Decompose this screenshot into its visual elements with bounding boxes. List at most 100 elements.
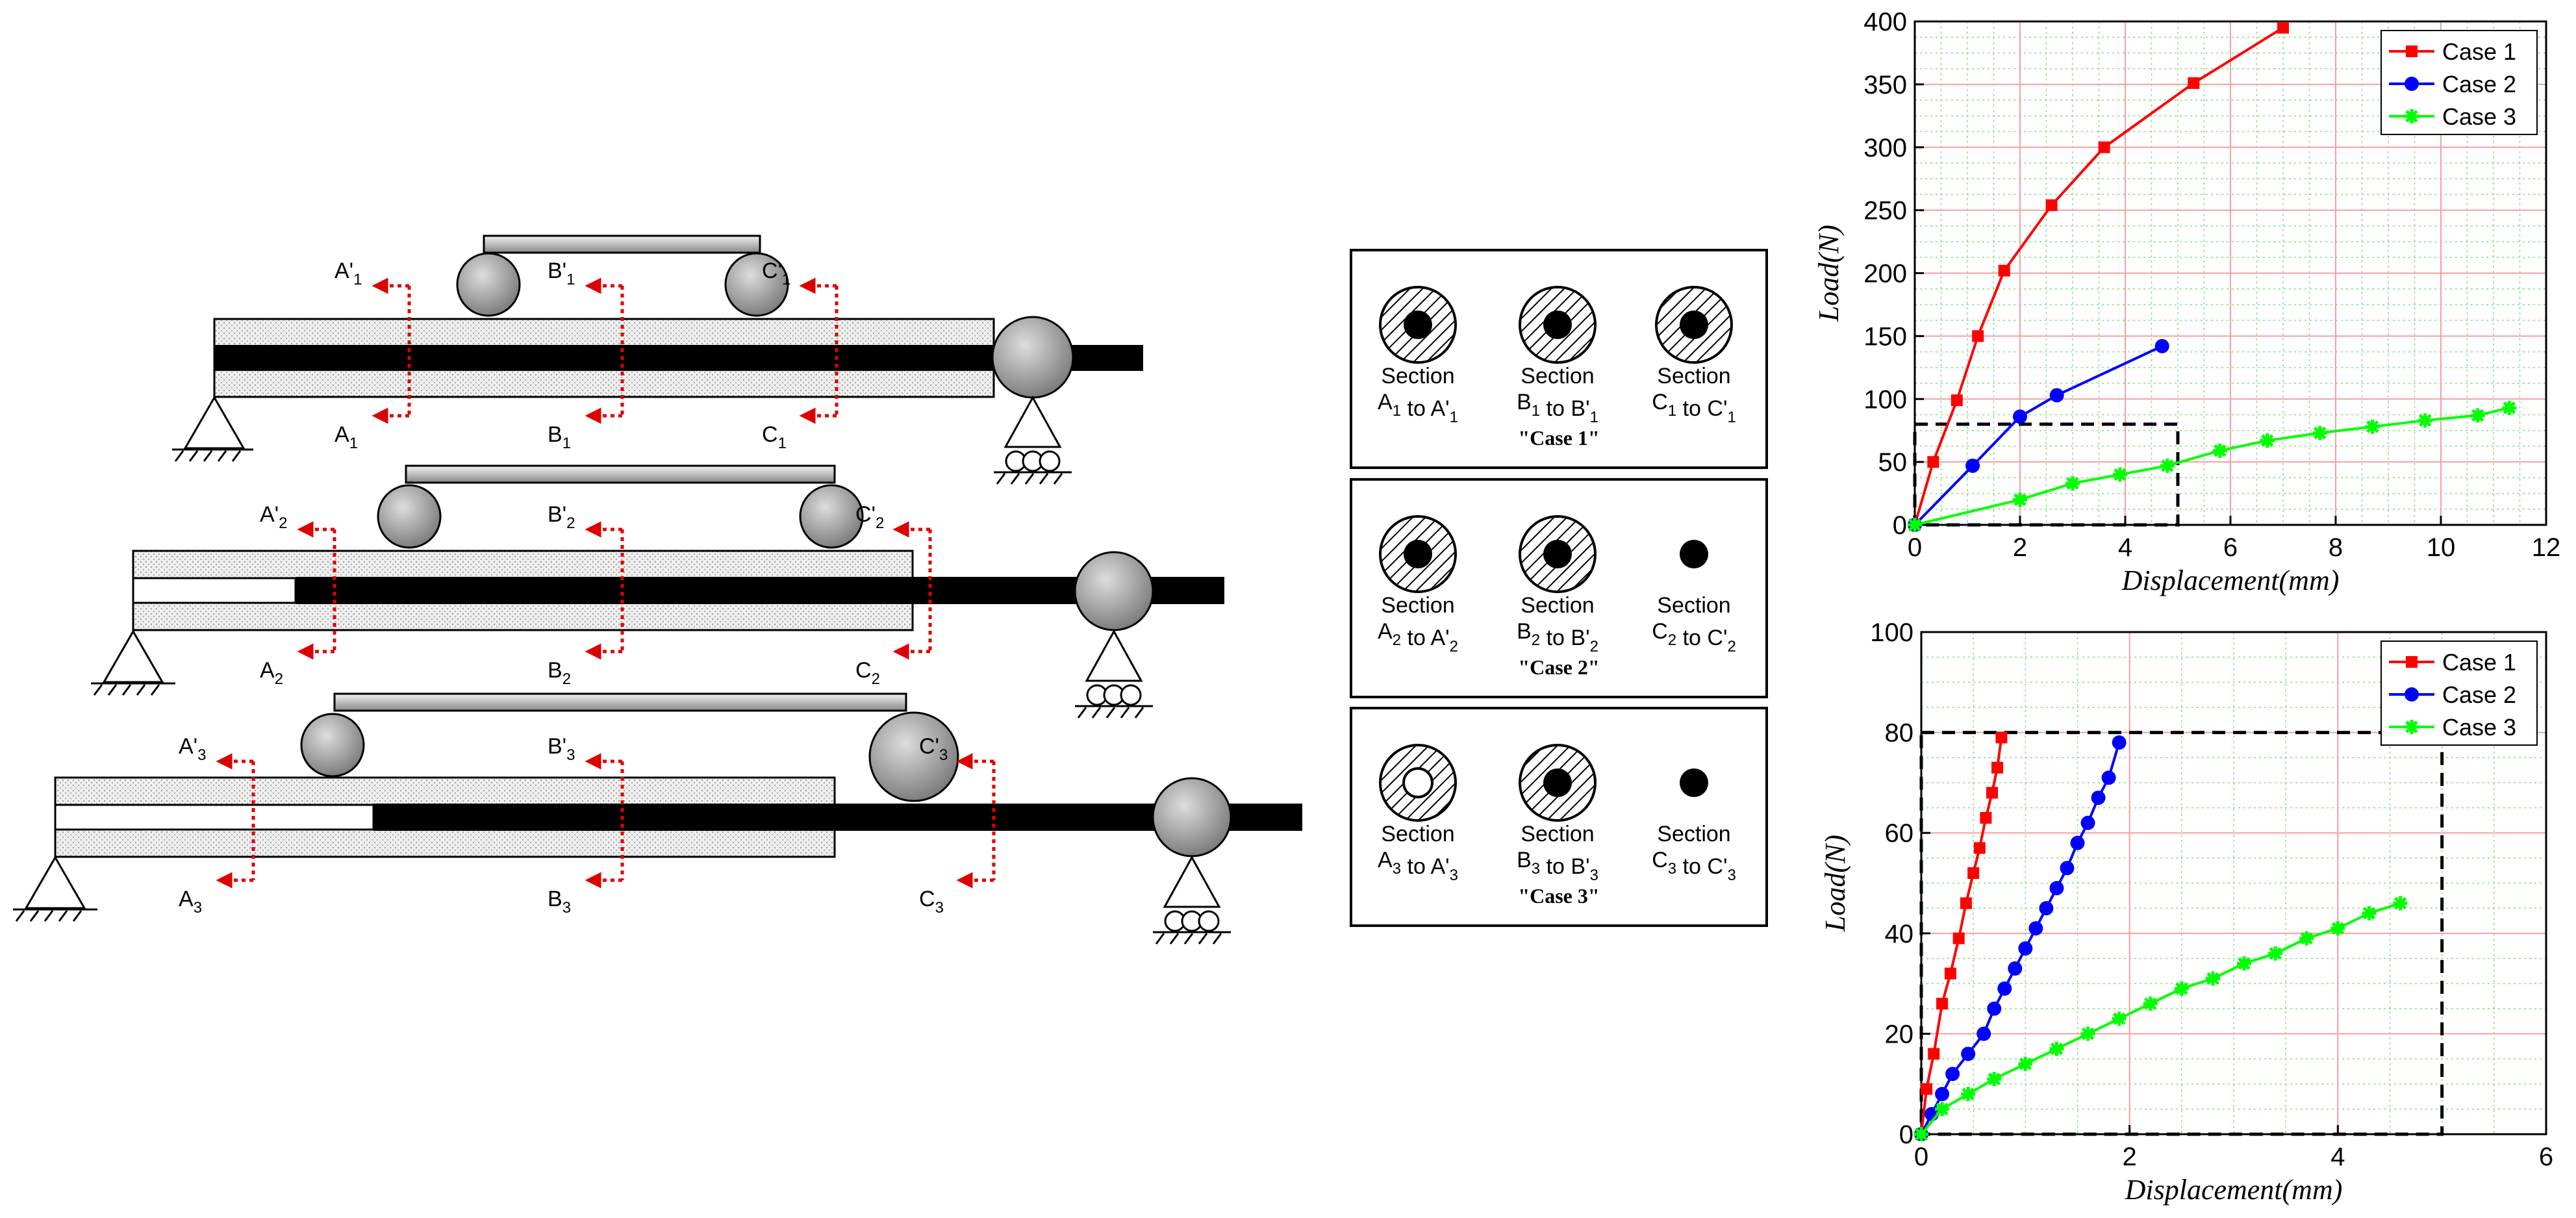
- section-core: [1680, 540, 1708, 568]
- data-point: [2362, 906, 2377, 920]
- data-point: [2065, 476, 2080, 491]
- x-tick-label: 12: [2532, 533, 2561, 562]
- data-point: [2045, 199, 2058, 211]
- panel-caption: "Case 1": [1518, 426, 1599, 450]
- data-point: [1986, 787, 1999, 799]
- data-point: [2470, 408, 2485, 423]
- legend-marker: [2406, 45, 2418, 57]
- section-word: Section: [1521, 593, 1594, 618]
- x-tick-label: 6: [2223, 533, 2238, 562]
- cut-label-bottom: C2: [855, 658, 880, 688]
- x-axis-label: Displacement(mm): [2121, 565, 2340, 596]
- cut-label-bottom: C1: [762, 422, 787, 452]
- cut-label-bottom: B3: [548, 887, 571, 917]
- x-tick-label: 6: [2539, 1143, 2553, 1171]
- section-word: Section: [1657, 364, 1730, 388]
- y-tick-label: 60: [1885, 819, 1914, 848]
- cut-label-top: A'3: [179, 734, 207, 764]
- data-point: [1961, 1087, 1976, 1102]
- data-point: [2018, 941, 2033, 956]
- x-tick-label: 4: [2330, 1143, 2345, 1171]
- y-tick-label: 100: [1870, 618, 1913, 647]
- data-point: [2237, 956, 2252, 971]
- data-point: [1908, 518, 1922, 532]
- section-word: Section: [1381, 593, 1454, 618]
- cut-label-top: A'1: [335, 259, 362, 288]
- data-point: [2080, 1026, 2095, 1041]
- data-point: [1960, 897, 1972, 909]
- cut-label-bottom: A2: [260, 658, 283, 688]
- data-point: [1967, 867, 1980, 880]
- data-point: [1965, 458, 1980, 473]
- section-word: Section: [1521, 364, 1594, 388]
- data-point: [1936, 998, 1949, 1010]
- data-point: [1987, 1071, 2002, 1086]
- data-point: [2330, 921, 2345, 936]
- data-point: [1973, 842, 1986, 854]
- data-point: [2112, 735, 2127, 750]
- x-tick-label: 8: [2329, 533, 2343, 562]
- data-point: [2188, 77, 2200, 89]
- data-point: [1945, 1067, 1960, 1082]
- beam-case-2: [91, 464, 1224, 718]
- data-point: [2299, 931, 2314, 946]
- cut-label-bottom: B1: [548, 422, 571, 452]
- y-tick-label: 400: [1863, 8, 1907, 36]
- data-point: [1991, 761, 2004, 774]
- x-tick-label: 0: [1908, 533, 1922, 562]
- data-point: [2212, 443, 2227, 458]
- legend-label: Case 1: [2442, 649, 2516, 676]
- cut-label-top: A'2: [260, 502, 288, 532]
- data-point: [2205, 971, 2220, 986]
- y-tick-label: 150: [1863, 322, 1907, 351]
- beam-case-3: [13, 692, 1302, 945]
- y-tick-label: 250: [1863, 197, 1907, 225]
- data-point: [1935, 1087, 1950, 1102]
- zoom-box: [1913, 422, 2180, 527]
- section-core: [1680, 311, 1708, 339]
- data-point: [2277, 21, 2289, 34]
- x-tick-label: 10: [2427, 533, 2456, 562]
- data-point: [2312, 425, 2327, 440]
- y-tick-label: 50: [1878, 448, 1908, 477]
- data-point: [2160, 458, 2175, 473]
- legend-label: Case 2: [2442, 71, 2516, 97]
- zoom-box: [1919, 731, 2444, 1136]
- data-point: [1914, 1127, 1928, 1141]
- data-point: [2101, 770, 2116, 785]
- legend-marker: [2405, 687, 2419, 702]
- data-point: [1961, 1047, 1976, 1061]
- cut-label-bottom: C3: [919, 887, 944, 917]
- data-point: [2112, 1011, 2127, 1026]
- panel-caption: "Case 3": [1518, 884, 1599, 907]
- data-point: [1995, 731, 2008, 744]
- y-tick-label: 100: [1863, 385, 1907, 414]
- data-point: [2154, 338, 2169, 353]
- beam-case-1: [172, 235, 1143, 485]
- section-word: Section: [1521, 822, 1594, 846]
- data-point: [2393, 896, 2408, 911]
- y-axis-label: Load(N): [1813, 225, 1845, 322]
- legend-label: Case 2: [2442, 681, 2516, 708]
- section-word: Section: [1657, 822, 1730, 846]
- data-point: [2049, 388, 2064, 403]
- data-point: [2260, 433, 2275, 448]
- data-point: [1998, 264, 2010, 277]
- data-point: [1944, 967, 1956, 980]
- section-core: [1404, 311, 1432, 339]
- cut-label-top: B'1: [548, 259, 575, 288]
- data-point: [2060, 861, 2075, 876]
- data-point: [2049, 881, 2064, 896]
- y-tick-label: 20: [1885, 1020, 1914, 1048]
- legend-label: Case 1: [2442, 38, 2516, 65]
- data-point: [2070, 835, 2085, 850]
- data-point: [2268, 946, 2283, 961]
- x-tick-label: 4: [2118, 533, 2132, 562]
- cut-label-bottom: B2: [548, 658, 571, 688]
- legend-marker: [2405, 720, 2419, 734]
- data-point: [1951, 394, 1963, 407]
- y-axis-label: Load(N): [1819, 835, 1851, 932]
